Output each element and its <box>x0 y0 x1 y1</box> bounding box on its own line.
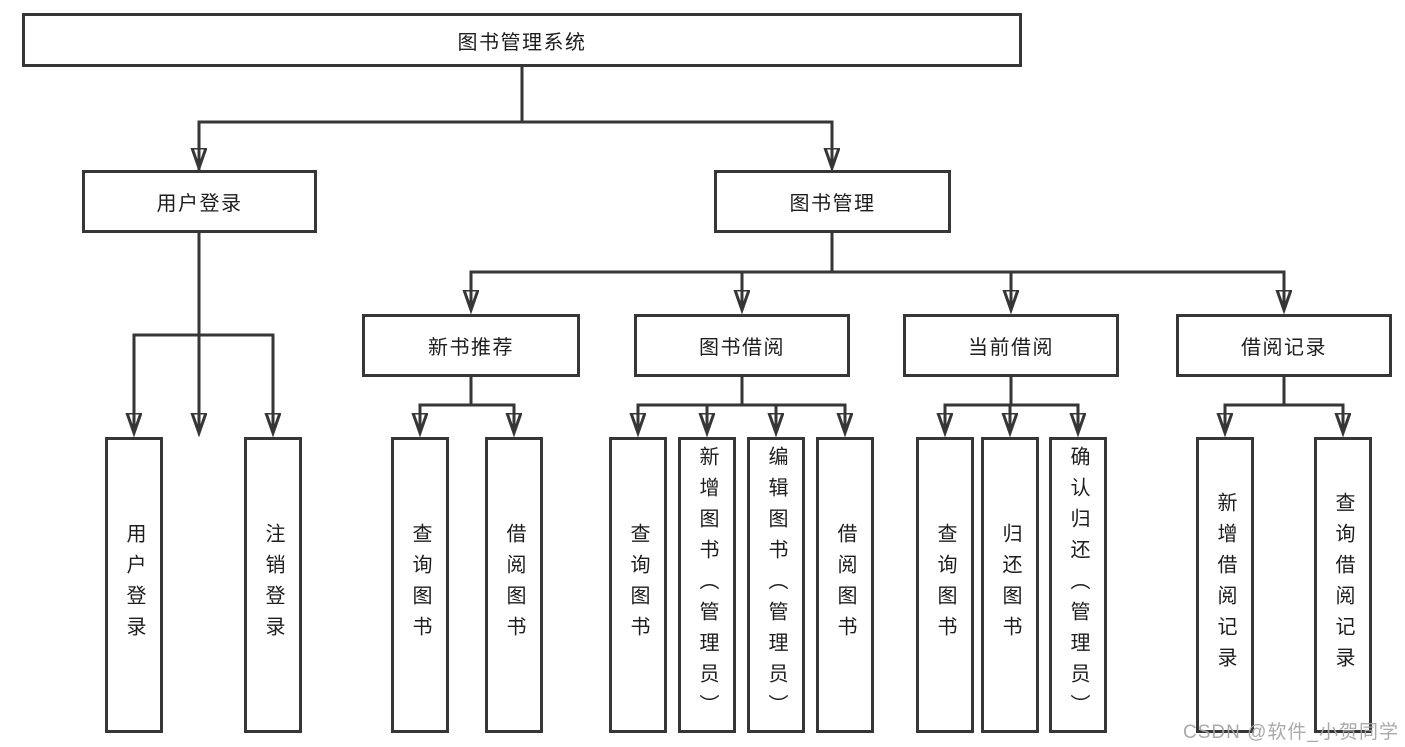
leaf-query-borrow-record: 查询借阅记录 <box>1314 437 1372 733</box>
node-current-borrowing: 当前借阅 <box>903 314 1119 377</box>
node-book-borrowing: 图书借阅 <box>634 314 850 377</box>
node-book-borrowing-label: 图书借阅 <box>699 337 785 359</box>
leaf-confirm-return-admin-label: 确认归还（管理员） <box>1067 445 1089 725</box>
leaf-confirm-return-admin: 确认归还（管理员） <box>1049 437 1107 733</box>
node-user-login: 用户登录 <box>82 170 317 233</box>
leaf-borrow-books-borrowing-label: 借阅图书 <box>834 523 856 647</box>
node-root: 图书管理系统 <box>22 13 1022 67</box>
leaf-add-borrow-record-label: 新增借阅记录 <box>1214 492 1236 678</box>
leaf-add-borrow-record: 新增借阅记录 <box>1196 437 1254 733</box>
leaf-logout-login: 注销登录 <box>244 437 302 733</box>
connector-new-book-recommend-to-leaves <box>420 377 514 433</box>
node-borrow-records-label: 借阅记录 <box>1241 337 1327 359</box>
leaf-logout-login-label: 注销登录 <box>262 523 284 647</box>
node-new-book-recommend: 新书推荐 <box>362 314 580 377</box>
leaf-query-books-current: 查询图书 <box>916 437 974 733</box>
leaf-add-book-admin-label: 新增图书（管理员） <box>696 445 718 725</box>
node-current-borrowing-label: 当前借阅 <box>968 337 1054 359</box>
node-book-management-label: 图书管理 <box>789 193 876 215</box>
leaf-edit-book-admin-label: 编辑图书（管理员） <box>765 445 787 725</box>
leaf-query-books-current-label: 查询图书 <box>934 523 956 647</box>
node-root-label: 图书管理系统 <box>457 31 587 54</box>
connector-book-management-to-level3 <box>471 233 1284 310</box>
node-borrow-records: 借阅记录 <box>1176 314 1392 377</box>
leaf-user-login: 用户登录 <box>105 437 163 733</box>
leaf-borrow-books-recommend-label: 借阅图书 <box>503 523 525 647</box>
connector-book-borrowing-to-leaves <box>638 377 845 433</box>
connector-user-login-to-leaves <box>134 233 273 433</box>
leaf-user-login-label: 用户登录 <box>123 523 145 647</box>
leaf-return-books-label: 归还图书 <box>999 523 1021 647</box>
leaf-borrow-books-borrowing: 借阅图书 <box>816 437 874 733</box>
leaf-query-books-recommend: 查询图书 <box>391 437 449 733</box>
leaf-query-books-recommend-label: 查询图书 <box>409 523 431 647</box>
connector-borrow-records-to-leaves <box>1225 377 1343 433</box>
leaf-return-books: 归还图书 <box>981 437 1039 733</box>
node-new-book-recommend-label: 新书推荐 <box>428 337 514 359</box>
node-user-login-label: 用户登录 <box>156 193 243 215</box>
connector-current-borrowing-to-leaves <box>945 377 1078 433</box>
leaf-query-borrow-record-label: 查询借阅记录 <box>1332 492 1354 678</box>
connector-root-to-level2 <box>199 67 832 433</box>
leaf-query-books-borrowing-label: 查询图书 <box>627 523 649 647</box>
node-book-management: 图书管理 <box>714 170 951 233</box>
watermark: CSDN @软件_小贺同学 <box>1183 722 1399 743</box>
leaf-add-book-admin: 新增图书（管理员） <box>678 437 736 733</box>
leaf-borrow-books-recommend: 借阅图书 <box>485 437 543 733</box>
leaf-query-books-borrowing: 查询图书 <box>609 437 667 733</box>
leaf-edit-book-admin: 编辑图书（管理员） <box>747 437 805 733</box>
